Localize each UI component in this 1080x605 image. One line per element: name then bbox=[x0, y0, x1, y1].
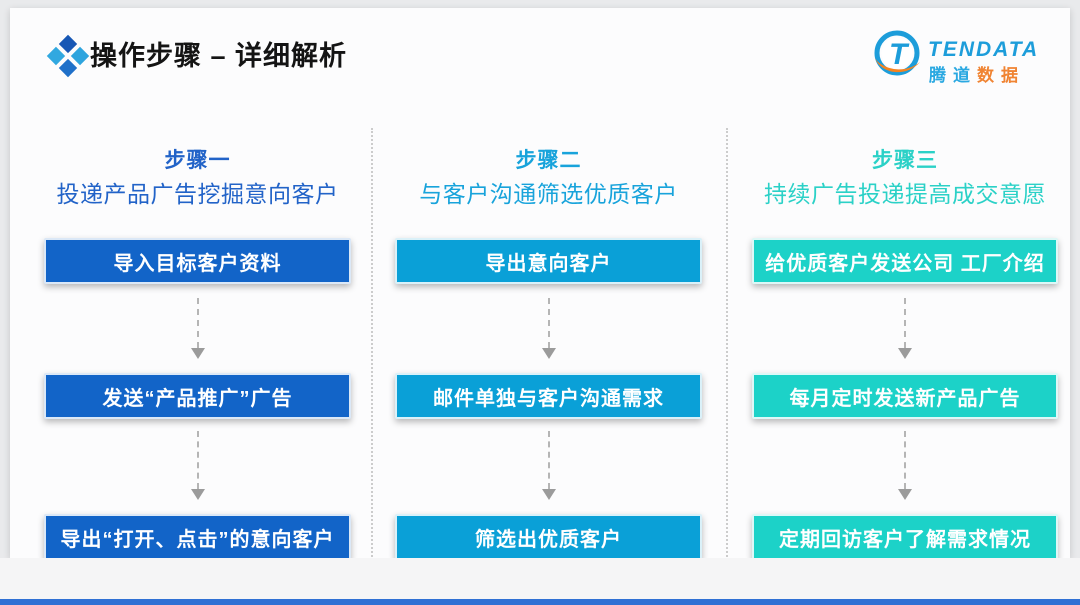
down-arrow-icon bbox=[541, 298, 556, 359]
logo-cn-text: 腾道数据 bbox=[929, 65, 1025, 85]
flow-box: 导出意向客户 bbox=[395, 238, 702, 284]
arrow-line bbox=[904, 431, 906, 489]
column-divider-1 bbox=[371, 128, 373, 576]
arrow-head bbox=[541, 489, 556, 500]
down-arrow-icon bbox=[190, 298, 205, 359]
tendata-logo-graphic: T TENDATA 腾道数据 bbox=[874, 30, 1039, 85]
down-arrow-icon bbox=[190, 431, 205, 500]
flow-box: 邮件单独与客户沟通需求 bbox=[395, 373, 702, 419]
logo-blue-ring bbox=[874, 30, 920, 76]
flow-box: 导入目标客户资料 bbox=[44, 238, 351, 284]
step1-label: 步骤一 bbox=[164, 149, 231, 172]
step3-label: 步骤三 bbox=[872, 149, 938, 172]
arrow-line bbox=[196, 431, 199, 489]
flow-box: 筛选出优质客户 bbox=[395, 514, 702, 560]
logo-mark-letter: T bbox=[889, 38, 910, 71]
arrow-line bbox=[904, 298, 906, 348]
diamond-left bbox=[46, 46, 66, 66]
arrow-line bbox=[196, 298, 199, 348]
column-divider-2 bbox=[726, 128, 728, 576]
slide: 操作步骤 – 详细解析 T TENDATA 腾道数据 步骤一 投递产品广告挖掘意… bbox=[10, 8, 1070, 576]
down-arrow-icon bbox=[898, 298, 912, 359]
step3-subtitle: 持续广告投递提高成交意愿 bbox=[764, 181, 1046, 207]
tendata-logo: T TENDATA 腾道数据 bbox=[870, 20, 1070, 90]
flow-box: 给优质客户发送公司 工厂介绍 bbox=[752, 238, 1058, 284]
flow-box: 导出“打开、点击”的意向客户 bbox=[44, 514, 351, 560]
arrow-head bbox=[190, 348, 205, 359]
diamond-right bbox=[70, 46, 90, 66]
step2-label: 步骤二 bbox=[515, 149, 582, 172]
logo-cn-orange: 数据 bbox=[977, 65, 1025, 85]
step1-subtitle: 投递产品广告挖掘意向客户 bbox=[56, 181, 339, 207]
arrow-head bbox=[190, 489, 205, 500]
logo-inner-circle bbox=[881, 37, 913, 69]
bottom-band bbox=[0, 558, 1080, 605]
logo-orange-swoosh bbox=[875, 58, 920, 73]
flow-box: 每月定时发送新产品广告 bbox=[752, 373, 1058, 419]
diamond-top bbox=[58, 34, 78, 54]
logo-cn-blue: 腾道 bbox=[929, 65, 977, 85]
step2-subtitle: 与客户沟通筛选优质客户 bbox=[419, 181, 678, 207]
arrow-line bbox=[547, 298, 550, 348]
arrow-line bbox=[547, 431, 550, 489]
diamond-bullet-icon bbox=[45, 33, 90, 78]
page-title: 操作步骤 – 详细解析 bbox=[90, 41, 348, 71]
diamond-bottom bbox=[58, 58, 78, 78]
arrow-head bbox=[541, 348, 556, 359]
down-arrow-icon bbox=[541, 431, 556, 500]
step-column-1: 步骤一 投递产品广告挖掘意向客户 导入目标客户资料 发送“产品推广”广告 导出“… bbox=[44, 138, 351, 578]
step-column-2: 步骤二 与客户沟通筛选优质客户 导出意向客户 邮件单独与客户沟通需求 筛选出优质… bbox=[395, 138, 702, 578]
flow-box: 定期回访客户了解需求情况 bbox=[752, 514, 1058, 560]
down-arrow-icon bbox=[898, 431, 912, 500]
step-column-3: 步骤三 持续广告投递提高成交意愿 给优质客户发送公司 工厂介绍 每月定时发送新产… bbox=[752, 138, 1058, 578]
footer-accent-bar bbox=[0, 599, 1080, 605]
flow-box: 发送“产品推广”广告 bbox=[44, 373, 351, 419]
logo-brand-text: TENDATA bbox=[928, 38, 1039, 61]
arrow-head bbox=[898, 489, 912, 500]
arrow-head bbox=[898, 348, 912, 359]
